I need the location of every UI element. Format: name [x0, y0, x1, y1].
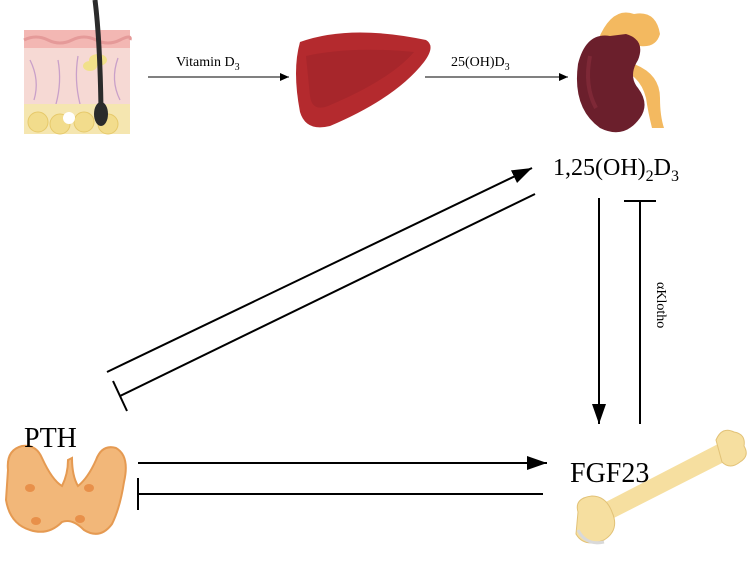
label-25ohd3: 25(OH)D3: [451, 55, 510, 73]
edge-liver-to-kidney: 25(OH)D3: [425, 55, 568, 81]
edge-calcitriol-inhibits-pth: [112, 193, 536, 412]
edge-fgf23-inhibits-calcitriol: [624, 200, 656, 424]
label-aklotho: αKlotho: [653, 282, 668, 328]
edge-skin-to-liver: Vitamin D3: [148, 55, 289, 81]
node-label-calcitriol: 1,25(OH)2D3: [553, 155, 679, 185]
label-vitamin-d3: Vitamin D3: [176, 55, 240, 73]
node-label-fgf23: FGF23: [570, 458, 649, 489]
kidney-illustration: [576, 12, 664, 133]
parathyroid-illustration: [4, 444, 127, 535]
skin-illustration: [23, 0, 132, 135]
edge-pth-stimulates-calcitriol: [106, 167, 533, 373]
bone-illustration: [575, 429, 747, 545]
edge-fgf23-inhibits-pth: [137, 478, 543, 510]
liver-illustration: [296, 32, 431, 128]
node-label-pth: PTH: [24, 423, 77, 454]
